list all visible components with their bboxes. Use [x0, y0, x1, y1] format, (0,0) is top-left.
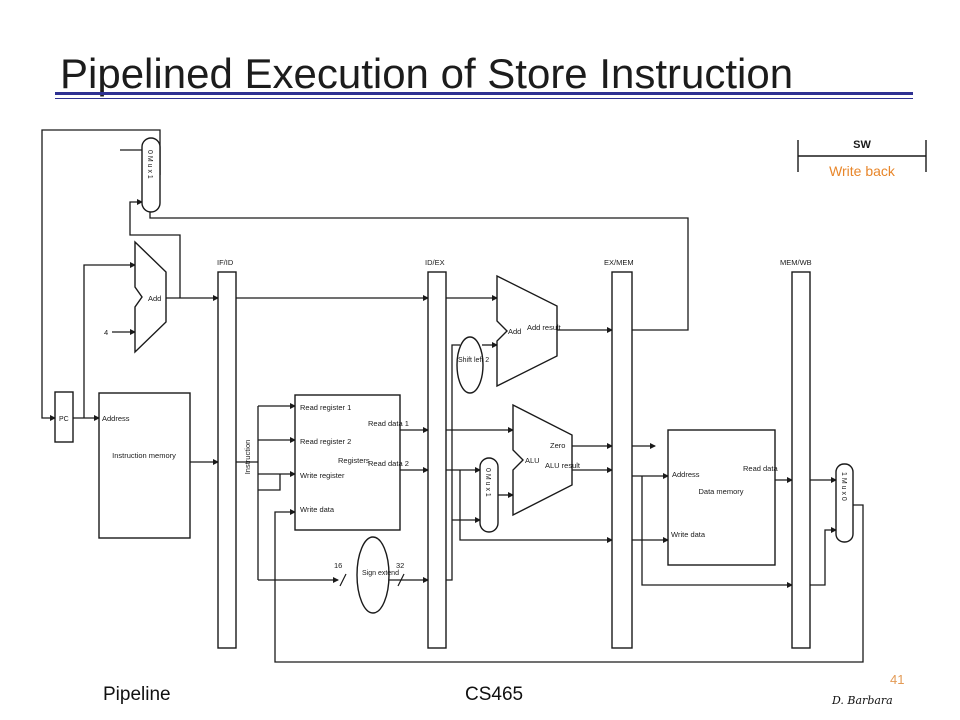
label-add-result: Add result [527, 323, 562, 332]
wires [41, 129, 864, 663]
label-read-register-1: Read register 1 [300, 403, 351, 412]
diagram-labels: IF/ID ID/EX EX/MEM MEM/WB PC Add 4 Addre… [59, 150, 847, 577]
alu-src-mux-shape [479, 457, 499, 533]
label-four: 4 [104, 328, 108, 337]
label-dm-address: Address [672, 470, 700, 479]
pc-mux-shape [141, 137, 161, 213]
label-zero: Zero [550, 441, 565, 450]
wb-mux-shape [835, 463, 854, 543]
label-bits-16: 16 [334, 561, 342, 570]
shift-left-2-shape [456, 336, 484, 394]
legend-stage: Write back [829, 163, 896, 179]
label-alu: ALU [525, 456, 540, 465]
branch-adder-shape [496, 274, 558, 388]
label-registers: Registers [338, 456, 370, 465]
id-ex-register [427, 271, 447, 649]
if-id-register [217, 271, 237, 649]
label-read-data: Read data [743, 464, 778, 473]
label-dm-write-data: Write data [671, 530, 706, 539]
label-pc: PC [59, 416, 69, 423]
label-read-register-2: Read register 2 [300, 437, 351, 446]
data-memory-block [667, 429, 776, 566]
label-data-memory: Data memory [698, 487, 743, 496]
mem-wb-register [791, 271, 811, 649]
label-branch-add: Add [508, 327, 521, 336]
bus-width-ticks [339, 573, 405, 587]
ex-mem-register [611, 271, 633, 649]
slide-number: 41 [890, 672, 905, 687]
label-write-register: Write register [300, 471, 345, 480]
label-instruction-memory: Instruction memory [112, 451, 176, 460]
label-wb-mux: 1 M u x 0 [840, 472, 847, 501]
label-mem-wb: MEM/WB [780, 258, 812, 267]
label-id-ex: ID/EX [425, 258, 445, 267]
label-alu-mux: 0 M u x 1 [484, 468, 491, 497]
label-instruction: Instruction [243, 440, 252, 475]
register-file-block [294, 394, 401, 531]
sign-extend-shape [356, 536, 390, 614]
label-ex-mem: EX/MEM [604, 258, 634, 267]
stage-legend: SW Write back [797, 139, 927, 179]
label-im-address: Address [102, 414, 130, 423]
footer-course: CS465 [465, 684, 524, 705]
title-underline-thin [55, 98, 913, 99]
label-read-data-1: Read data 1 [368, 419, 409, 428]
title-underline [55, 92, 913, 95]
label-shift-left-2: Shift left 2 [458, 357, 489, 364]
label-pc-add: Add [148, 294, 161, 303]
label-pc-mux: 0 M u x 1 [146, 150, 153, 179]
label-write-data: Write data [300, 505, 335, 514]
label-if-id: IF/ID [217, 258, 234, 267]
components [54, 137, 854, 614]
pc-adder-shape [134, 240, 167, 354]
label-alu-result: ALU result [545, 461, 581, 470]
label-read-data-2: Read data 2 [368, 459, 409, 468]
slide-title: Pipelined Execution of Store Instruction [60, 50, 794, 97]
instruction-memory-block [98, 392, 191, 539]
label-bits-32: 32 [396, 561, 404, 570]
alu-shape [512, 403, 573, 517]
label-sign-extend: Sign extend [362, 570, 399, 577]
pipeline-registers [217, 271, 811, 649]
pc-register [54, 391, 74, 443]
footer-author: D. Barbara [832, 694, 893, 707]
legend-instruction: SW [853, 139, 871, 151]
footer-topic: Pipeline [103, 684, 171, 705]
